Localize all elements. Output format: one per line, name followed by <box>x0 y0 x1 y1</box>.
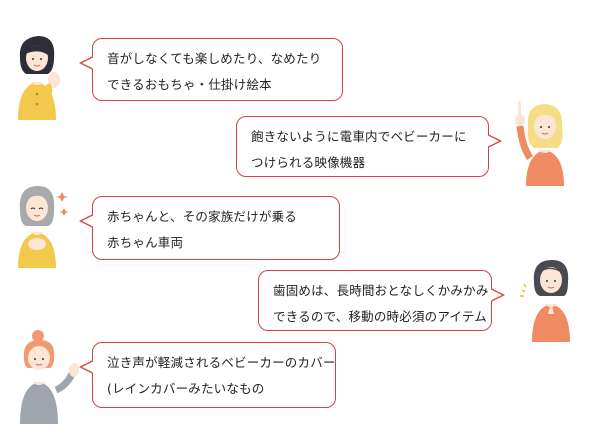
speech-bubble-1: 音がしなくても楽しめたり、なめたり できるおもちゃ・仕掛け絵本 <box>79 38 343 101</box>
speech-bubble-3-line-1: 赤ちゃんと、その家族だけが乗る <box>107 209 298 224</box>
speech-bubble-4-line-2: できるので、移動の時必須のアイテム <box>273 309 487 324</box>
speech-bubble-5: 泣き声が軽減されるベビーカーのカバー (レインカバーみたいなもの <box>79 342 336 408</box>
speech-bubble-3: 赤ちゃんと、その家族だけが乗る 赤ちゃん車両 <box>79 196 340 260</box>
woman-blonde-finger-up-icon <box>515 100 564 186</box>
speech-bubble-5-line-2: (レインカバーみたいなもの <box>107 381 265 396</box>
speech-bubble-4-line-1: 歯固めは、長時間おとなしくかみかみ <box>273 283 489 298</box>
speech-bubble-3-line-2: 赤ちゃん車両 <box>107 235 184 250</box>
speech-bubble-4: 歯固めは、長時間おとなしくかみかみ できるので、移動の時必須のアイテム <box>258 270 505 331</box>
woman-dark-hair-praying-icon <box>520 260 570 342</box>
speech-bubble-2-line-1: 飽きないように電車内でベビーカーに <box>251 129 467 144</box>
speech-bubble-2: 飽きないように電車内でベビーカーに つけられる映像機器 <box>236 116 502 177</box>
speech-bubble-1-line-2: できるおもちゃ・仕掛け絵本 <box>107 77 272 92</box>
speech-bubble-5-line-1: 泣き声が軽減されるベビーカーのカバー <box>107 355 336 370</box>
speech-bubble-1-line-1: 音がしなくても楽しめたり、なめたり <box>107 51 322 66</box>
woman-gray-hair-hands-on-chest-icon <box>18 186 69 268</box>
woman-dark-hair-clasped-hands-icon <box>18 36 60 120</box>
speech-bubble-2-line-2: つけられる映像機器 <box>251 155 366 170</box>
woman-bun-hair-waving-icon <box>20 330 79 424</box>
